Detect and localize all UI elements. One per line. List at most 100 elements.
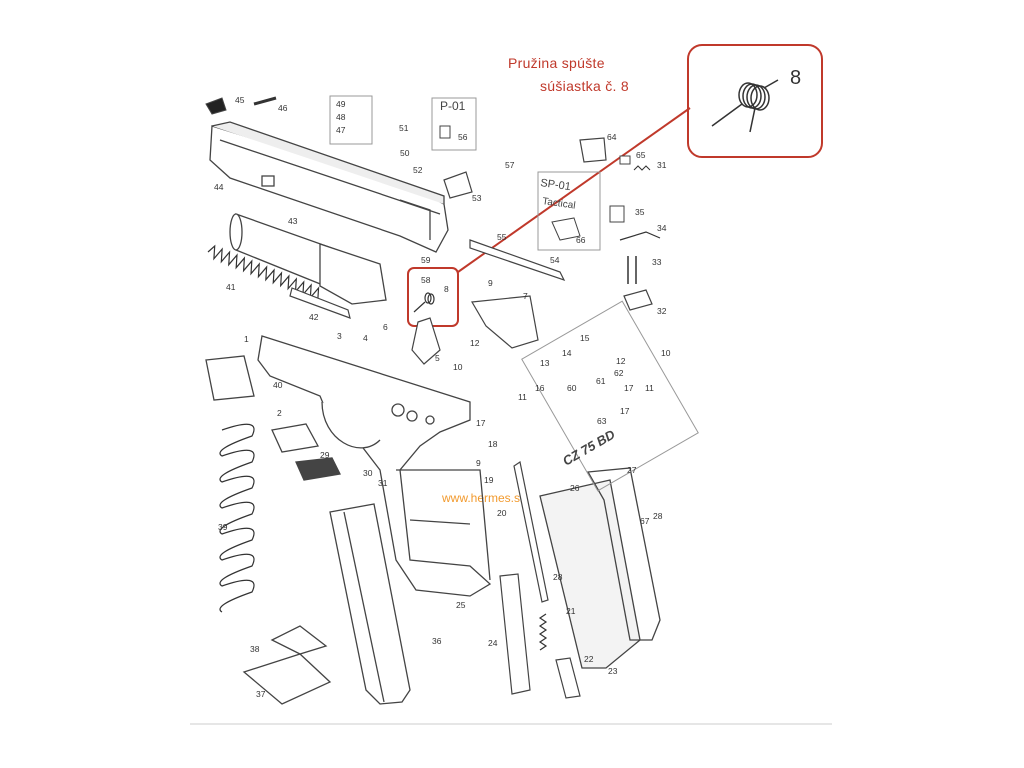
grip-frame-part <box>586 467 661 641</box>
part-caption-number: súšiastka č. 8 <box>540 78 630 94</box>
part-label-12-a: 12 <box>470 338 480 348</box>
recoil-spring-part <box>207 244 320 301</box>
mag-baseplate-part <box>242 653 332 705</box>
part-label-20: 20 <box>497 508 507 518</box>
part-label-6: 6 <box>383 322 388 332</box>
part-label-46: 46 <box>278 103 288 113</box>
part-label-65: 65 <box>636 150 646 160</box>
part-label-51: 51 <box>399 123 409 133</box>
block-part-65 <box>619 155 631 165</box>
part-label-44: 44 <box>214 182 224 192</box>
inset-part-number: 8 <box>790 67 801 89</box>
part-label-7: 7 <box>523 291 528 301</box>
part-label-23: 23 <box>608 666 618 676</box>
part-56 <box>439 125 451 139</box>
part-label-13: 13 <box>540 358 550 368</box>
part-label-5: 5 <box>435 353 440 363</box>
pin-part-22 <box>555 657 581 699</box>
highlight-leader-line <box>457 107 691 273</box>
part-8-highlight-box <box>407 267 459 327</box>
part-label-64: 64 <box>607 132 617 142</box>
part-label-56: 56 <box>458 132 468 142</box>
part-number-labels: 45 46 49 48 47 51 56 50 52 57 53 44 43 5… <box>214 95 671 699</box>
part-label-36: 36 <box>432 636 442 646</box>
sp01-label: SP-01 <box>540 177 572 193</box>
tactical-label: Tactical <box>542 196 577 212</box>
firing-pin-part <box>469 239 566 282</box>
part-label-57: 57 <box>505 160 515 170</box>
spring-part-33 <box>627 256 637 284</box>
part-label-66: 66 <box>576 235 586 245</box>
part-label-62: 62 <box>614 368 624 378</box>
part-label-37: 37 <box>256 689 266 699</box>
pin-46 <box>253 96 277 106</box>
part-label-30: 30 <box>363 468 373 478</box>
trigger-bar-part <box>513 461 549 603</box>
extractor-part <box>471 295 539 349</box>
part-label-32: 32 <box>657 306 667 316</box>
part-label-41: 41 <box>226 282 236 292</box>
hammer-strut-part <box>499 573 531 695</box>
part-label-19: 19 <box>484 475 494 485</box>
mag-catch-part <box>205 355 255 401</box>
watermark-url: www.hermes.sk <box>442 491 527 505</box>
slide-part <box>209 121 449 253</box>
bushing-part-64 <box>579 137 607 163</box>
trigger-spring-part <box>413 292 435 313</box>
sp01-tactical-box <box>537 171 601 251</box>
part-label-25: 25 <box>456 600 466 610</box>
part-label-35: 35 <box>635 207 645 217</box>
part-label-4: 4 <box>363 333 368 343</box>
spring-wire-34 <box>619 231 661 241</box>
grip-panel-part <box>539 479 641 669</box>
magazine-part <box>329 503 411 705</box>
part-label-54: 54 <box>550 255 560 265</box>
part-label-17-a: 17 <box>476 418 486 428</box>
part-label-17-c: 17 <box>620 406 630 416</box>
part-label-14: 14 <box>562 348 572 358</box>
part-label-60: 60 <box>567 383 577 393</box>
part-label-63: 63 <box>597 416 607 426</box>
part-label-40: 40 <box>273 380 283 390</box>
part-label-8: 8 <box>444 284 449 294</box>
part-label-42: 42 <box>309 312 319 322</box>
part-label-61: 61 <box>596 376 606 386</box>
part-label-45: 45 <box>235 95 245 105</box>
part-label-15: 15 <box>580 333 590 343</box>
part-label-52: 52 <box>413 165 423 175</box>
part-label-39: 39 <box>218 522 228 532</box>
p01-label: P-01 <box>440 99 466 113</box>
barrel-part <box>229 213 387 305</box>
parts-47-49-box <box>329 95 373 145</box>
rear-sight-part <box>443 171 473 199</box>
part-label-34: 34 <box>657 223 667 233</box>
front-sight-part <box>205 97 227 115</box>
part-label-55: 55 <box>497 232 507 242</box>
part-label-58: 58 <box>421 275 431 285</box>
frame-part <box>257 335 492 597</box>
part-label-31-b: 31 <box>657 160 667 170</box>
part-label-33: 33 <box>652 257 662 267</box>
part-label-2: 2 <box>277 408 282 418</box>
part-label-28-b: 28 <box>553 572 563 582</box>
safety-part <box>295 457 341 481</box>
part-label-24: 24 <box>488 638 498 648</box>
screw-part-35 <box>609 205 625 223</box>
part-caption-name: Pružina spúšte <box>508 55 605 71</box>
part-label-53: 53 <box>472 193 482 203</box>
part-label-31-a: 31 <box>378 478 388 488</box>
part-label-21: 21 <box>566 606 576 616</box>
decocker-part-66 <box>551 217 581 241</box>
part-label-28-a: 28 <box>653 511 663 521</box>
trigger-part <box>411 317 441 365</box>
part-label-48: 48 <box>336 112 346 122</box>
part-label-10-b: 10 <box>661 348 671 358</box>
part-label-9-b: 9 <box>476 458 481 468</box>
cz75bd-kit-group <box>521 300 699 492</box>
part-label-16: 16 <box>535 383 545 393</box>
part-label-11-b: 11 <box>645 383 654 393</box>
mag-lock-plate-part <box>270 625 328 655</box>
cz75bd-label: CZ 75 BD <box>560 426 618 468</box>
